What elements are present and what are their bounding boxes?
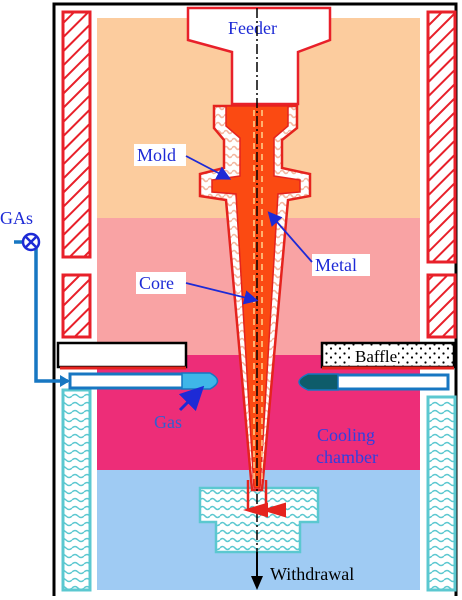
withdrawal-arrow-icon bbox=[251, 576, 263, 590]
heater-left-upper bbox=[61, 10, 92, 259]
gas-valve-icon bbox=[21, 232, 41, 252]
heater-right-upper bbox=[426, 10, 457, 264]
feeder bbox=[186, 6, 332, 106]
cooling-label-line1: Cooling bbox=[317, 425, 375, 445]
withdrawal-base bbox=[198, 486, 320, 554]
gas-pipe-right bbox=[333, 373, 450, 391]
gas-pipe-left bbox=[68, 372, 187, 390]
core-label: Core bbox=[139, 273, 174, 293]
cooling-wall-left bbox=[61, 388, 92, 592]
metal-label-bg bbox=[312, 254, 370, 276]
baffle-left bbox=[56, 341, 188, 369]
mold-leader bbox=[185, 155, 232, 180]
cooling-label-line2: chamber bbox=[316, 447, 378, 467]
gas-inlet-label: GAs bbox=[0, 208, 33, 228]
heater-left-lower bbox=[61, 273, 92, 339]
cooling-wall-right bbox=[426, 395, 457, 592]
metal-label: Metal bbox=[315, 255, 357, 275]
gas-nozzle-right bbox=[298, 373, 339, 391]
baffle-label-bg bbox=[350, 346, 398, 364]
feeder-label: Feeder bbox=[228, 18, 277, 38]
gas-arrow bbox=[178, 385, 205, 412]
heater-right-lower bbox=[426, 273, 457, 339]
core-leader bbox=[185, 282, 259, 305]
gas-supply-arrowhead bbox=[60, 375, 70, 387]
baffle-label: Baffle bbox=[355, 347, 397, 366]
core-label-bg bbox=[136, 272, 186, 294]
mold-label-bg bbox=[134, 144, 186, 166]
gas-label: Gas bbox=[154, 412, 182, 432]
mold-label: Mold bbox=[137, 145, 176, 165]
withdrawal-label: Withdrawal bbox=[270, 564, 354, 584]
gas-nozzle-left bbox=[181, 372, 219, 390]
metal-leader bbox=[267, 211, 313, 263]
